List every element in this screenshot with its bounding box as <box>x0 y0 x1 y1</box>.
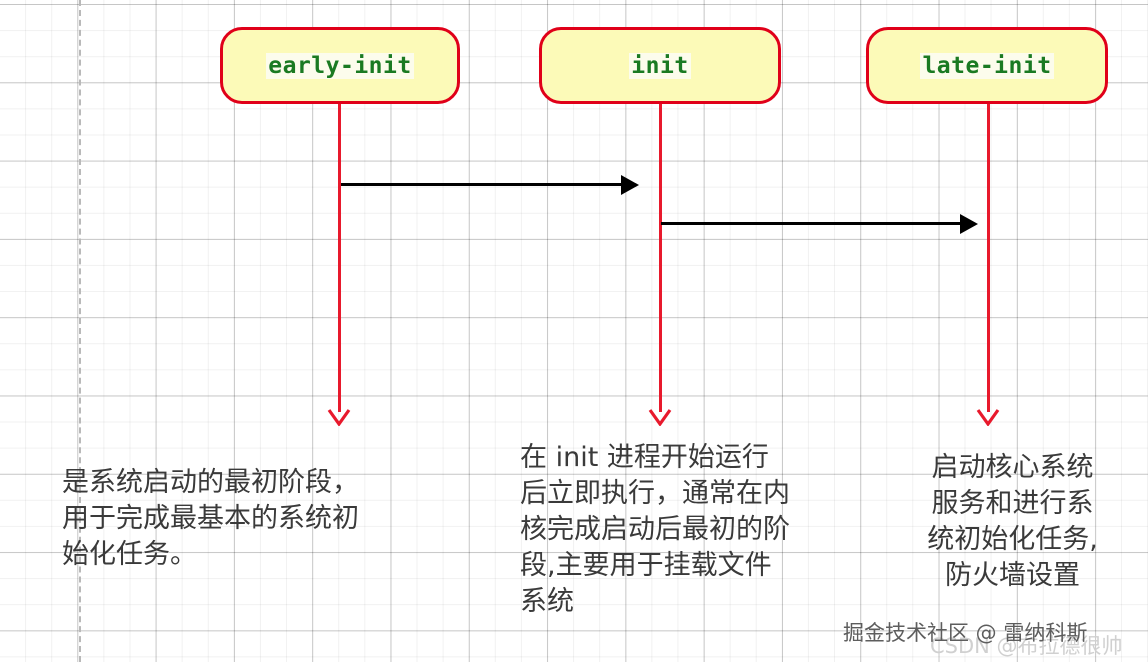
watermark-juejin: 掘金技术社区 @ 雷纳科斯 <box>843 621 1088 645</box>
message-arrowhead-early-init-to-init <box>621 175 639 195</box>
note-early-init: 是系统启动的最初阶段， 用于完成最基本的系统初 始化任务。 <box>62 467 359 570</box>
note-late-init: 启动核心系统 服务和进行系 统初始化任务, 防火墙设置 <box>927 452 1098 591</box>
participant-label-early-init: early-init <box>266 52 414 79</box>
lifeline-init <box>659 104 662 412</box>
message-arrow-init-to-late-init <box>661 222 962 225</box>
lifeline-early-init <box>338 104 341 412</box>
lifeline-arrowhead-late-init <box>976 400 1000 427</box>
participant-label-late-init: late-init <box>920 52 1054 79</box>
participant-box-late-init[interactable]: late-init <box>866 27 1108 104</box>
lifeline-arrowhead-early-init <box>327 400 351 427</box>
note-init: 在 init 进程开始运行 后立即执行，通常在内 核完成启动后最初的阶 段,主要… <box>520 442 790 617</box>
participant-box-early-init[interactable]: early-init <box>220 27 460 104</box>
participant-box-init[interactable]: init <box>539 27 781 104</box>
message-arrowhead-init-to-late-init <box>960 214 978 234</box>
message-arrow-early-init-to-init <box>341 183 624 186</box>
lifeline-late-init <box>987 104 990 412</box>
lifeline-arrowhead-init <box>648 400 672 427</box>
watermark-csdn: CSDN @布拉德很帅 <box>930 634 1123 658</box>
participant-label-init: init <box>629 52 691 79</box>
page-margin-guide <box>79 0 81 662</box>
